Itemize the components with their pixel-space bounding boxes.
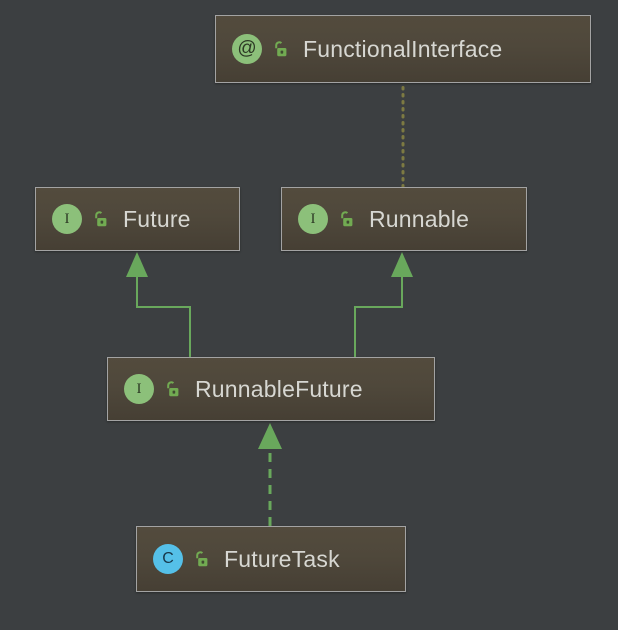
node-content: C FutureTask xyxy=(137,544,405,574)
node-label: Future xyxy=(123,205,191,232)
interface-icon: I xyxy=(52,204,82,234)
class-icon: C xyxy=(153,544,183,574)
edge-line-solid xyxy=(136,275,191,357)
uml-node-runnable-future[interactable]: I RunnableFuture xyxy=(107,357,435,421)
arrowhead-triangle xyxy=(391,252,413,277)
node-label: Runnable xyxy=(369,205,470,232)
interface-icon-glyph: I xyxy=(310,210,316,227)
uml-node-future[interactable]: I Future xyxy=(35,187,240,251)
arrowhead-triangle xyxy=(258,423,282,449)
unlocked-padlock-icon xyxy=(337,208,355,230)
node-label: FunctionalInterface xyxy=(303,35,503,62)
annotation-icon: @ xyxy=(232,34,262,64)
interface-icon-glyph: I xyxy=(136,380,142,397)
interface-icon: I xyxy=(124,374,154,404)
unlocked-padlock-icon xyxy=(192,548,210,570)
arrowhead-triangle xyxy=(126,252,148,277)
node-content: @ FunctionalInterface xyxy=(216,34,590,64)
node-content: I Future xyxy=(36,204,239,234)
unlocked-padlock-icon xyxy=(163,378,181,400)
class-icon-glyph: C xyxy=(162,550,174,567)
annotation-icon-glyph: @ xyxy=(237,38,257,59)
edge-futuretask-runnablefuture[interactable] xyxy=(258,423,282,526)
uml-node-future-task[interactable]: C FutureTask xyxy=(136,526,406,592)
node-label: FutureTask xyxy=(224,545,340,572)
unlocked-padlock-icon xyxy=(91,208,109,230)
node-content: I RunnableFuture xyxy=(108,374,434,404)
uml-node-functional-interface[interactable]: @ FunctionalInterface xyxy=(215,15,591,83)
node-label: RunnableFuture xyxy=(195,375,363,402)
node-content: I Runnable xyxy=(282,204,526,234)
edge-runnablefuture-future[interactable] xyxy=(126,252,191,357)
interface-icon-glyph: I xyxy=(64,210,70,227)
edge-line-solid xyxy=(354,275,403,357)
interface-icon: I xyxy=(298,204,328,234)
uml-node-runnable[interactable]: I Runnable xyxy=(281,187,527,251)
unlocked-padlock-icon xyxy=(271,38,289,60)
edge-runnablefuture-runnable[interactable] xyxy=(354,252,413,357)
